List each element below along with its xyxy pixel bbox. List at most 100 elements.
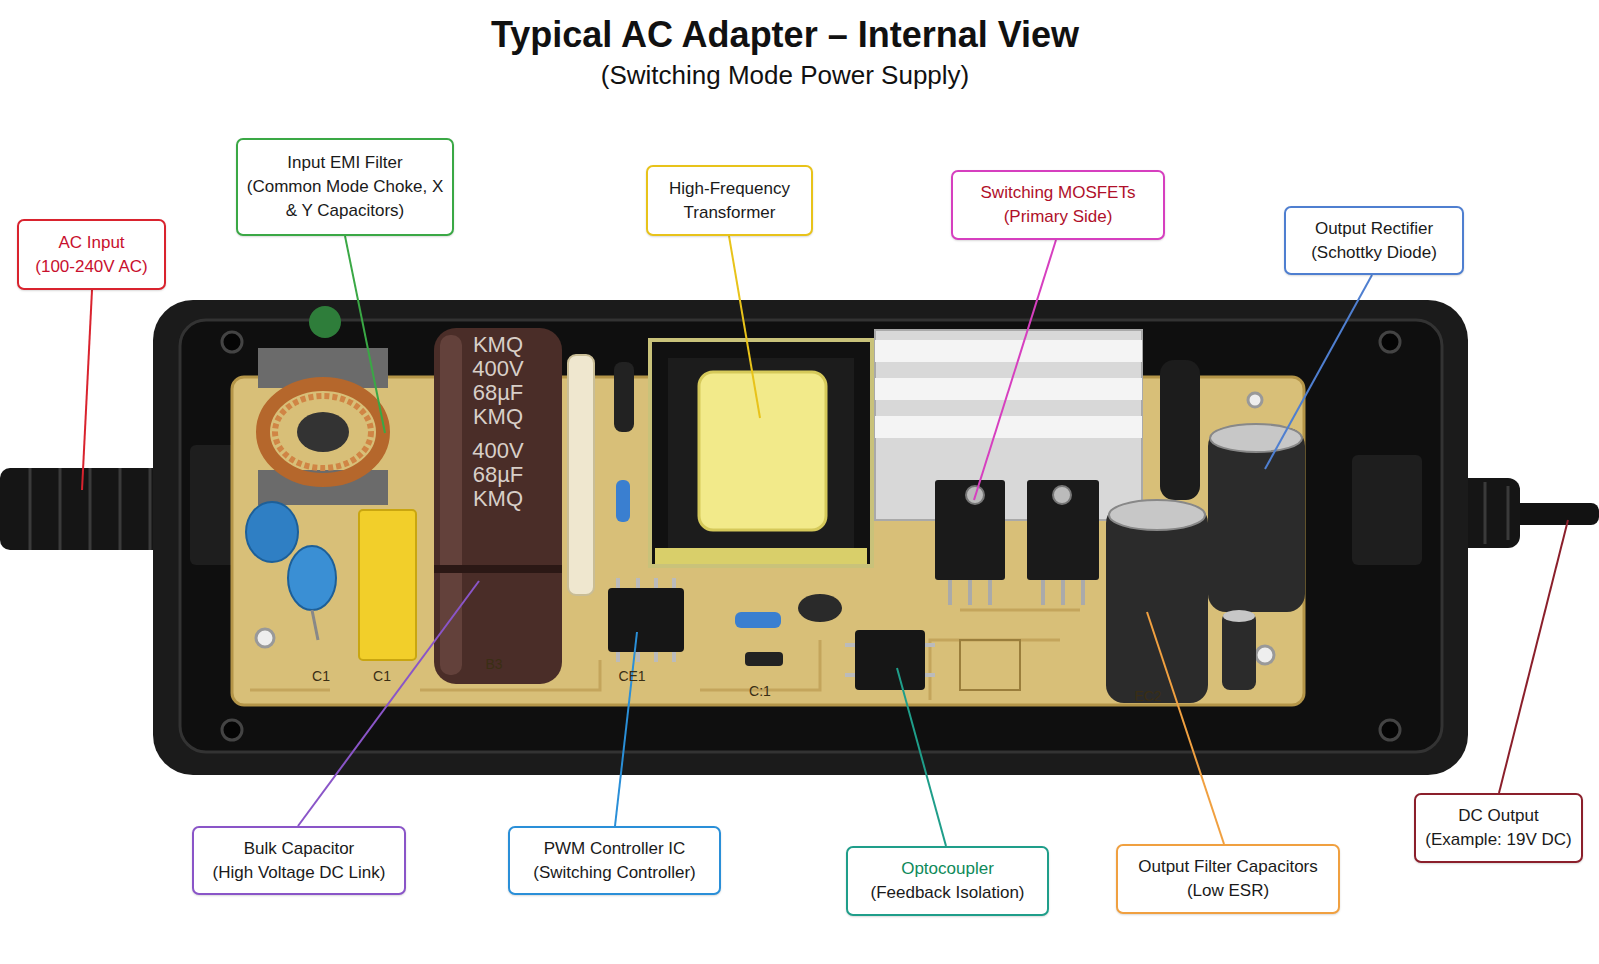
trace <box>250 689 330 692</box>
leader-line <box>1147 612 1224 844</box>
callout-heading: DC Output <box>1458 804 1538 828</box>
callout-heading: AC Input <box>58 231 124 255</box>
pin <box>636 652 640 662</box>
choke-winding <box>275 396 371 468</box>
screw <box>1053 486 1071 504</box>
leader-line <box>1499 520 1568 793</box>
diagram-title: Typical AC Adapter – Internal View <box>491 14 1079 56</box>
leader-line <box>974 240 1056 500</box>
pwm-ic <box>608 588 684 652</box>
lead <box>1081 580 1085 605</box>
resistor <box>735 612 781 628</box>
heatsink-fin <box>875 340 1142 362</box>
screw-post <box>222 720 242 740</box>
trace <box>700 640 820 690</box>
callout-heading: PWM Controller IC <box>544 837 686 861</box>
callout-subtext: (100-240V AC) <box>35 255 147 279</box>
capacitor-marking: 68µF <box>473 380 524 406</box>
callout-box: Bulk Capacitor(High Voltage DC Link) <box>192 826 406 895</box>
transformer-base <box>655 548 867 564</box>
trace <box>960 609 1080 612</box>
callout-box: Switching MOSFETs(Primary Side) <box>951 170 1165 240</box>
y-capacitor <box>246 502 298 562</box>
choke-center <box>297 412 349 452</box>
ridge <box>1484 482 1487 544</box>
silkscreen-label: C:1 <box>749 683 771 699</box>
diode <box>614 362 634 432</box>
small-capacitor <box>1222 612 1256 690</box>
lead <box>968 580 972 605</box>
transformer-core <box>650 340 872 566</box>
capacitor-top <box>1223 610 1255 622</box>
screw-post <box>1380 720 1400 740</box>
silkscreen-label: C1 <box>312 668 330 684</box>
callout-box: Output Rectifier(Schottky Diode) <box>1284 206 1464 275</box>
ridge <box>119 468 122 550</box>
pin <box>845 643 855 647</box>
leader-line <box>1265 275 1372 469</box>
case-inner <box>180 320 1442 752</box>
capacitor-marking: 400V <box>472 438 523 464</box>
screw-post <box>1380 332 1400 352</box>
silkscreen-label: CE1 <box>618 668 645 684</box>
leader-line <box>298 581 479 826</box>
silkscreen-label: B3 <box>485 656 502 672</box>
input-cable <box>0 468 175 550</box>
capacitor-marking: 400V <box>472 356 523 382</box>
optocoupler <box>855 630 925 690</box>
rectifier-diode <box>1160 360 1200 500</box>
screw-post <box>222 332 242 352</box>
diode <box>745 652 783 666</box>
pin <box>654 652 658 662</box>
pin <box>925 673 935 677</box>
pin <box>672 578 676 588</box>
pin <box>925 643 935 647</box>
ridge <box>89 468 92 550</box>
callout-subtext: (Schottky Diode) <box>1311 241 1437 265</box>
mosfet <box>935 480 1005 580</box>
ridge <box>59 468 62 550</box>
capacitor-marking: 68µF <box>473 462 524 488</box>
mount-hole <box>1248 393 1262 407</box>
capacitor-marking: KMQ <box>473 332 523 358</box>
pin <box>616 578 620 588</box>
callout-box: Optocoupler(Feedback Isolation) <box>846 846 1049 916</box>
callout-subtext: (Common Mode Choke, X & Y Capacitors) <box>246 175 444 223</box>
output-capacitor <box>1208 428 1305 612</box>
callout-heading: Output Rectifier <box>1315 217 1433 241</box>
heatsink <box>875 330 1142 520</box>
callout-heading: Bulk Capacitor <box>244 837 355 861</box>
silkscreen-label: EC2 <box>1134 688 1161 704</box>
callout-subtext: (Low ESR) <box>1187 879 1269 903</box>
mosfet-leads <box>950 580 1083 605</box>
callout-heading: High-Frequency Transformer <box>656 177 803 225</box>
subtitle: (Switching Mode Power Supply) <box>601 60 970 91</box>
callout-heading: Output Filter Capacitors <box>1138 855 1318 879</box>
mosfet <box>1027 480 1099 580</box>
pin <box>616 652 620 662</box>
ic-pins <box>618 578 674 662</box>
pin <box>654 578 658 588</box>
callout-heading: Input EMI Filter <box>287 151 402 175</box>
ridge <box>29 468 32 550</box>
leader-line <box>729 236 760 418</box>
silkscreen-outline <box>960 640 1020 690</box>
x-capacitor <box>359 510 416 660</box>
capacitor-marking: KMQ <box>473 404 523 430</box>
output-grommet <box>1352 455 1422 565</box>
transformer-winding <box>699 372 826 530</box>
callout-box: High-Frequency Transformer <box>646 165 813 236</box>
trace <box>930 640 1060 700</box>
transformer-frame <box>668 358 854 548</box>
callout-subtext: (Primary Side) <box>1004 205 1113 229</box>
callout-subtext: (Feedback Isolation) <box>870 881 1024 905</box>
power-resistor <box>568 355 594 595</box>
small-capacitor <box>798 594 842 622</box>
pin <box>845 673 855 677</box>
leader-line <box>82 290 92 490</box>
callout-box: DC Output(Example: 19V DC) <box>1414 793 1583 863</box>
callout-box: PWM Controller IC(Switching Controller) <box>508 826 721 895</box>
leader-line <box>615 632 637 826</box>
callout-heading: Optocoupler <box>901 857 994 881</box>
cable-ridges <box>30 468 150 550</box>
